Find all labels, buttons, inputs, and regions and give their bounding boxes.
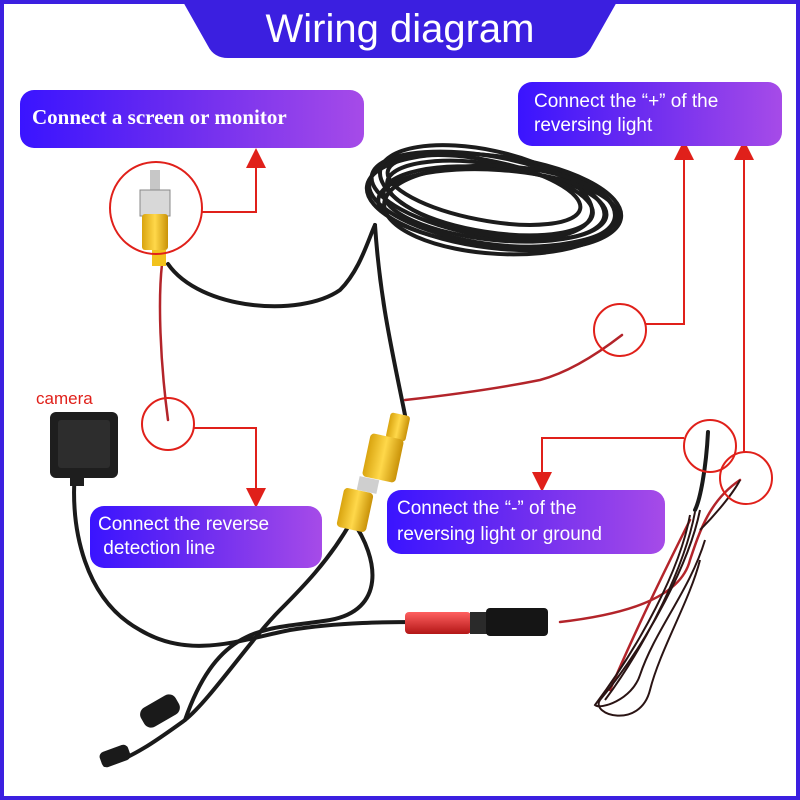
- rca-inline-connectors: [336, 412, 410, 532]
- wire-plus: [403, 333, 624, 402]
- callout-minus: Connect the “-” of the reversing light o…: [387, 490, 665, 554]
- circle-ground-wire: [683, 419, 737, 473]
- callout-reverse-line2: detection line: [98, 538, 216, 559]
- wire-detection: [158, 262, 170, 422]
- cable-rca-to-coil: [166, 223, 377, 309]
- camera-label: camera: [36, 389, 93, 408]
- diagram-title: Wiring diagram: [265, 7, 535, 51]
- arrow-to-minus: [532, 437, 684, 492]
- callout-arrows: [194, 140, 754, 508]
- wire-bundle-1: [558, 478, 742, 624]
- callout-screen-label: Connect a screen or monitor: [32, 105, 287, 129]
- callout-reverse: Connect the reverse detection line: [90, 506, 322, 568]
- cable-black-lead: [693, 430, 710, 512]
- cable-coil-to-rca: [373, 223, 407, 417]
- arrow-to-screen: [202, 148, 266, 213]
- callout-plus-line2: reversing light: [534, 115, 653, 136]
- arrow-to-plus: [646, 140, 694, 325]
- circle-plus-wire: [593, 303, 647, 357]
- callout-minus-line2: reversing light or ground: [397, 524, 602, 545]
- rca-plug-top: [139, 170, 171, 266]
- power-connector: [405, 608, 548, 636]
- cable-rca-to-camera-loop: [103, 518, 354, 767]
- red-wires: [158, 262, 742, 692]
- title-banner: [182, 0, 618, 58]
- callout-minus-line1: Connect the “-” of the: [397, 498, 577, 519]
- cable-loop: [183, 518, 375, 722]
- wire-bundle: [593, 479, 741, 717]
- arrow-to-reverse: [194, 427, 266, 508]
- callout-screen: Connect a screen or monitor: [20, 90, 364, 148]
- cable-joint: [99, 694, 180, 768]
- cable-coil: [364, 143, 624, 257]
- circle-light-wire: [719, 451, 773, 505]
- callout-plus: Connect the “+” of the reversing light: [518, 82, 782, 146]
- callout-reverse-line1: Connect the reverse: [98, 514, 270, 535]
- wire-bundle-2: [608, 518, 692, 692]
- callout-plus-line1: Connect the “+” of the: [534, 91, 719, 112]
- highlight-circles: [109, 161, 773, 505]
- camera-device: [50, 412, 118, 486]
- circle-rca-output: [109, 161, 203, 255]
- circle-detection-wire: [141, 397, 195, 451]
- cable-camera: [72, 468, 422, 648]
- black-cables: [72, 223, 710, 767]
